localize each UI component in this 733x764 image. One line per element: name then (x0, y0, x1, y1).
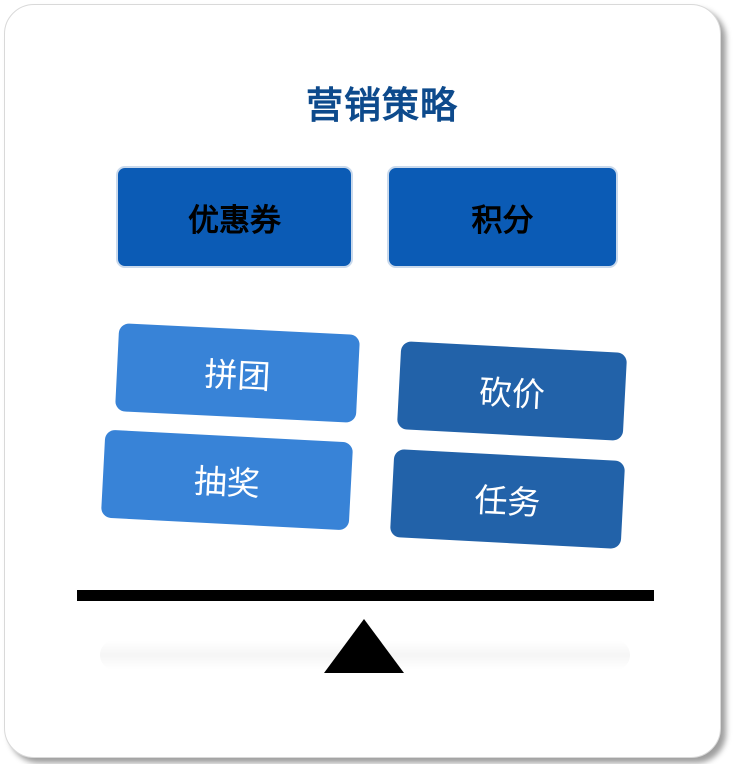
task-label: 任务 (473, 480, 542, 523)
coupon-label: 优惠券 (188, 202, 281, 239)
points-box: 积分 (387, 166, 618, 268)
diagram-title: 营销策略 (306, 84, 458, 127)
coupon-box: 优惠券 (116, 166, 353, 268)
balance-beam (77, 590, 654, 601)
task-tile: 任务 (389, 449, 626, 549)
bargain-label: 砍价 (477, 372, 546, 415)
points-label: 积分 (471, 202, 534, 239)
bargain-tile: 砍价 (396, 341, 628, 441)
lottery-label: 抽奖 (192, 461, 261, 504)
group-buy-tile: 拼团 (114, 323, 361, 423)
lottery-tile: 抽奖 (100, 429, 354, 531)
fulcrum-triangle (324, 619, 404, 673)
group-buy-label: 拼团 (203, 354, 272, 397)
